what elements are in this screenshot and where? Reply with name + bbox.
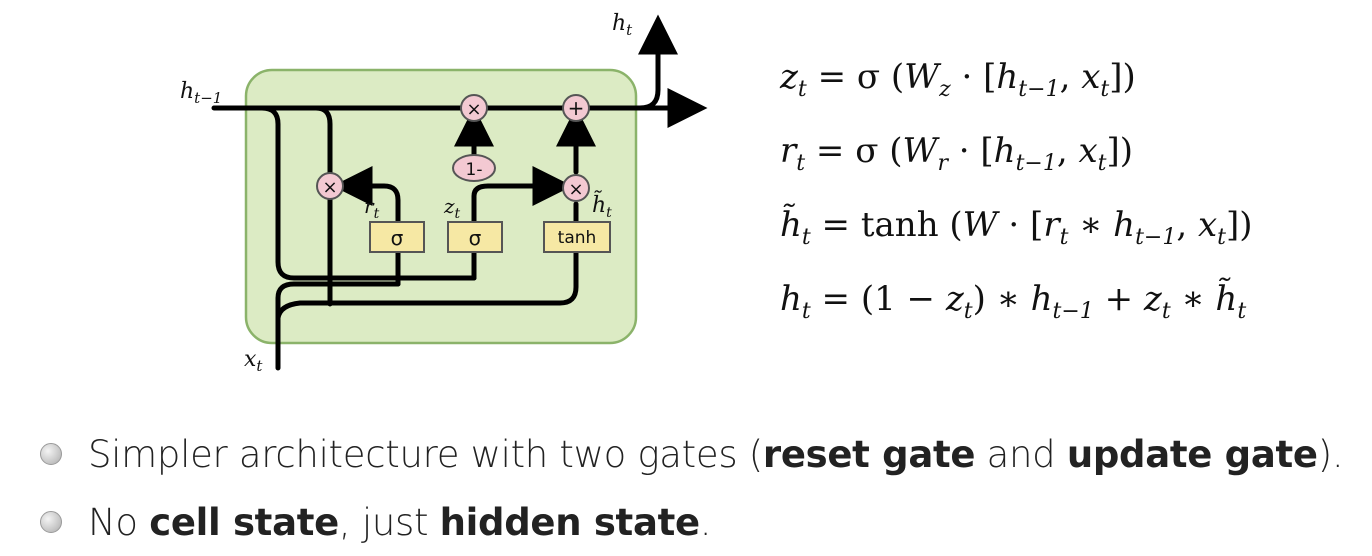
h-prev-label: ht−1: [180, 79, 222, 107]
h-prev-branch-inner: [313, 105, 333, 307]
x-in-label: xt: [244, 347, 263, 375]
reset-gate-line: [332, 166, 401, 287]
h-out-label: ht: [612, 11, 633, 39]
equations: zt = σ (Wz · [ht−1, xt]) rt = σ (Wr · [h…: [780, 40, 1360, 336]
equation-reset-gate: rt = σ (Wr · [ht−1, xt]): [780, 131, 1134, 176]
mult-op-top-label: ×: [466, 99, 481, 120]
update-gate-sigma: σ: [469, 226, 482, 250]
mult-op-update-label: ×: [568, 179, 583, 200]
update-gate-to-mult: [471, 166, 573, 225]
update-gate-box: [447, 221, 503, 253]
equation-update-gate: zt = σ (Wz · [ht−1, xt]): [780, 57, 1136, 102]
bullet-list: Simpler architecture with two gates (res…: [40, 420, 1360, 556]
h-prev-branch-outer: [259, 105, 477, 281]
bullet-item-gates: Simpler architecture with two gates (res…: [40, 420, 1360, 488]
x-input-line: [275, 281, 401, 371]
one-minus-op: [452, 154, 496, 182]
reset-gate-box: [369, 221, 425, 253]
cell-box: [244, 68, 638, 345]
r-label: rt: [364, 194, 380, 222]
bullet-text: Simpler architecture with two gates (res…: [88, 432, 1344, 476]
equation-hidden-state: ht = (1 − zt) ∗ ht−1 + zt ∗ h̃t: [780, 279, 1247, 324]
bullet-dot-icon: [40, 443, 62, 465]
mult-op-reset-label: ×: [322, 177, 337, 198]
z-label: zt: [443, 194, 461, 222]
bullet-item-state: No cell state, just hidden state.: [40, 488, 1360, 556]
equation-candidate-state: h̃t = tanh (W · [rt ∗ ht−1, xt]): [780, 205, 1253, 250]
mult-op-update: [562, 174, 590, 202]
bullet-dot-icon: [40, 511, 62, 533]
one-minus-label: 1-: [466, 160, 483, 180]
output-line: [637, 14, 678, 111]
plus-op: [562, 94, 590, 122]
gru-cell-diagram: σ σ tanh × × + × 1- ht ht−1 xt rt zt h̃t: [180, 11, 708, 375]
tanh-box: [543, 221, 611, 253]
x-to-tanh-line: [275, 249, 579, 321]
h-tilde-label: h̃t: [592, 191, 612, 221]
mult-op-reset: [316, 172, 344, 200]
mult-op-top: [460, 94, 488, 122]
reset-gate-sigma: σ: [391, 226, 404, 250]
plus-op-label: +: [568, 96, 585, 120]
bullet-text: No cell state, just hidden state.: [88, 500, 712, 544]
tanh-label: tanh: [558, 228, 597, 248]
